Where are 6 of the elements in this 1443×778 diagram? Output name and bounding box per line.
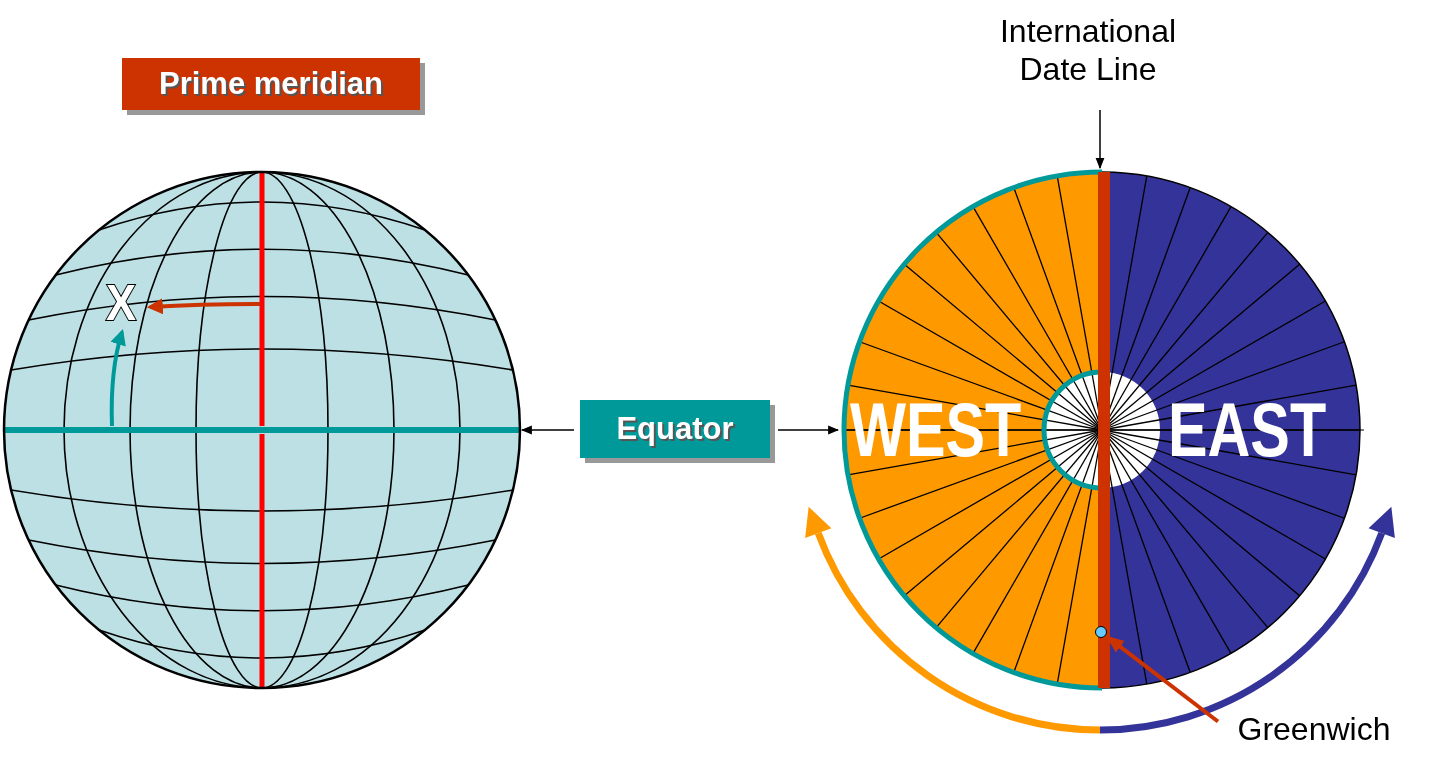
date-line-label: International Date Line [978,12,1198,100]
location-dot [1095,626,1107,638]
greenwich-label: Greenwich [1216,710,1412,756]
arrow [777,425,840,435]
arrow [1095,109,1105,170]
arrow [520,425,575,435]
